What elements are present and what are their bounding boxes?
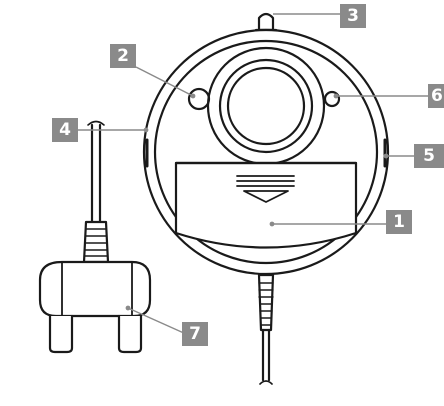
callout-2: 2 — [110, 44, 136, 68]
power-adapter — [38, 260, 152, 354]
callout-5: 5 — [414, 144, 444, 168]
leader-lines — [78, 13, 430, 335]
leader-7 — [127, 307, 187, 335]
leader-dots — [125, 93, 389, 311]
battery-cover — [174, 161, 358, 249]
callout-7: 7 — [182, 322, 208, 346]
bottom-cable — [257, 273, 275, 385]
right-indicator-hole — [323, 90, 341, 108]
leader-2 — [135, 66, 194, 97]
callout-3: 3 — [340, 4, 366, 28]
callout-1: 1 — [386, 210, 412, 234]
device-inner-ring — [153, 39, 379, 265]
lens-assembly — [206, 46, 326, 166]
callout-4: 4 — [52, 118, 78, 142]
callout-6: 6 — [428, 84, 444, 108]
adapter-cable — [82, 120, 110, 264]
left-indicator-hole — [187, 87, 211, 111]
